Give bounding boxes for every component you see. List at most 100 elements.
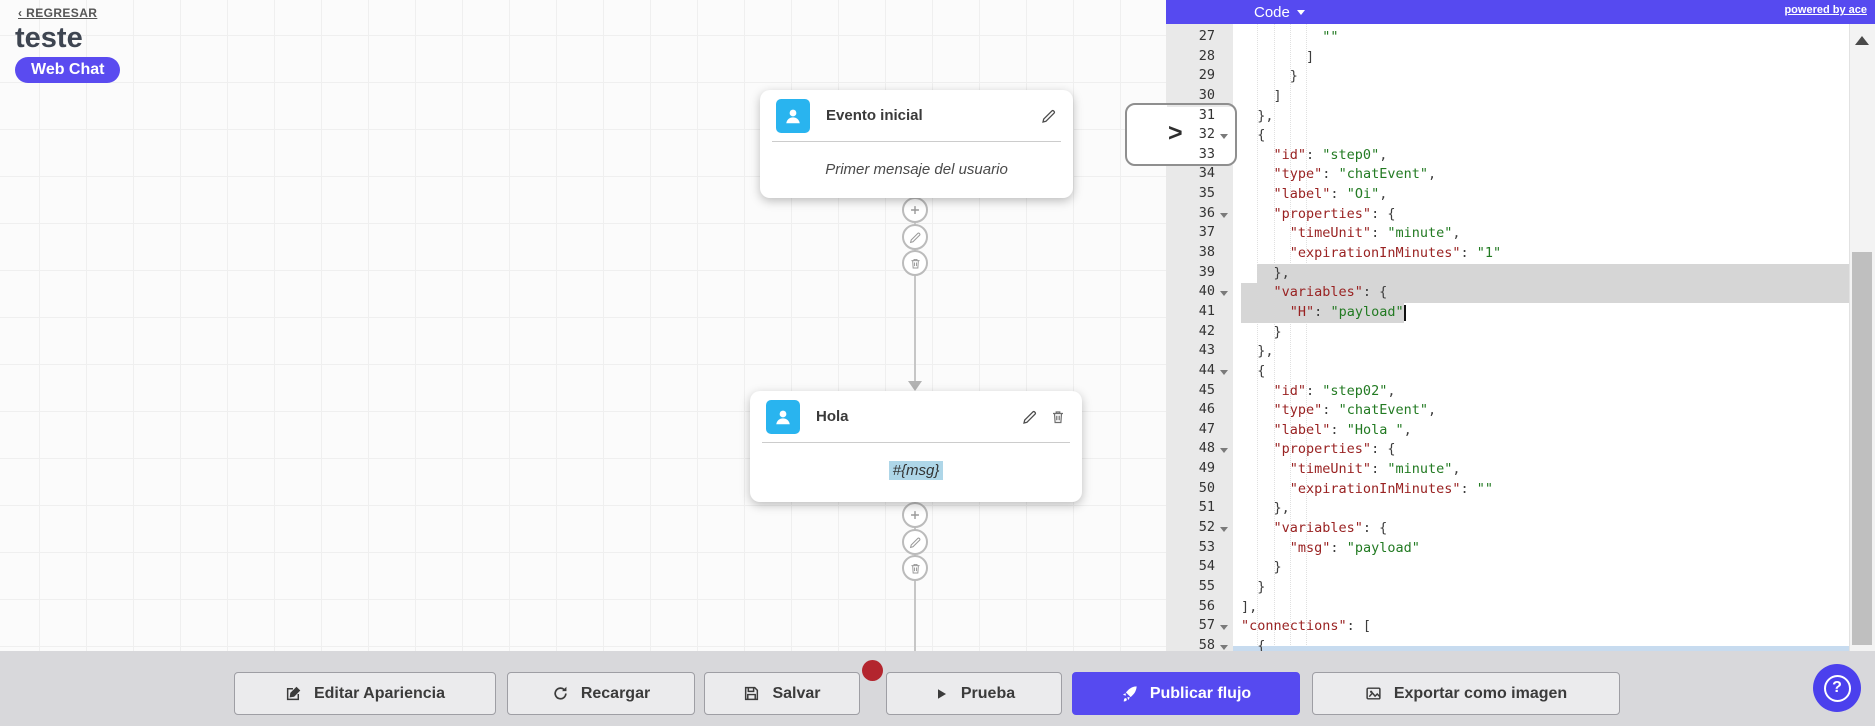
code-line[interactable]: "properties": { bbox=[1233, 205, 1849, 225]
code-line[interactable]: }, bbox=[1233, 342, 1849, 362]
code-token: "timeUnit" bbox=[1289, 225, 1372, 242]
button-label: Salvar bbox=[772, 684, 821, 702]
code-line[interactable]: } bbox=[1233, 323, 1849, 343]
code-token: : bbox=[1322, 166, 1339, 183]
button-label: Publicar flujo bbox=[1149, 684, 1252, 702]
code-line[interactable]: } bbox=[1233, 67, 1849, 87]
code-token bbox=[1241, 29, 1322, 45]
gutter-line-number: 46 bbox=[1198, 401, 1215, 418]
fold-arrow-icon[interactable] bbox=[1220, 625, 1228, 631]
fold-arrow-icon[interactable] bbox=[1220, 291, 1228, 297]
delete-connection-button[interactable] bbox=[902, 555, 928, 581]
fold-arrow-icon[interactable] bbox=[1220, 134, 1228, 140]
code-line[interactable]: "label": "Hola ", bbox=[1233, 421, 1849, 441]
code-line[interactable]: }, bbox=[1233, 263, 1849, 284]
code-token bbox=[1241, 481, 1290, 497]
node-hola[interactable]: Hola #{msg} bbox=[750, 391, 1082, 502]
save-button[interactable]: Salvar bbox=[704, 672, 860, 715]
code-token: ], bbox=[1241, 598, 1258, 615]
code-line[interactable]: "label": "Oi", bbox=[1233, 185, 1849, 205]
user-icon bbox=[766, 399, 800, 434]
code-line[interactable]: "expirationInMinutes": "1" bbox=[1233, 244, 1849, 264]
gutter-line-number: 44 bbox=[1166, 362, 1233, 382]
flow-canvas[interactable]: ‹ REGRESAR teste Web Chat Evento inicial bbox=[0, 0, 1166, 651]
powered-by-ace-link[interactable]: powered by ace bbox=[1784, 4, 1867, 16]
code-line[interactable]: ] bbox=[1233, 87, 1849, 107]
code-token: "label" bbox=[1273, 186, 1331, 203]
node-evento-inicial[interactable]: Evento inicial Primer mensaje del usuari… bbox=[760, 90, 1073, 198]
code-line[interactable]: "msg": "payload" bbox=[1233, 539, 1849, 559]
code-line[interactable]: "timeUnit": "minute", bbox=[1233, 460, 1849, 480]
indent-guide bbox=[1306, 24, 1308, 651]
code-token: "label" bbox=[1273, 421, 1331, 438]
code-line[interactable]: }, bbox=[1233, 499, 1849, 519]
pencil-icon bbox=[909, 537, 920, 548]
code-line[interactable]: { bbox=[1233, 126, 1849, 146]
code-token bbox=[1241, 186, 1274, 202]
code-area[interactable]: "" ] } ] }, { "id": "step0", "type": "ch… bbox=[1233, 24, 1849, 651]
code-line[interactable]: ] bbox=[1233, 48, 1849, 68]
code-line[interactable]: "type": "chatEvent", bbox=[1233, 401, 1849, 421]
gutter-line-number: 37 bbox=[1198, 224, 1215, 241]
help-button[interactable]: ? bbox=[1813, 664, 1861, 712]
code-line[interactable]: { bbox=[1233, 637, 1849, 651]
code-token: , bbox=[1403, 421, 1412, 438]
code-line[interactable]: "connections": [ bbox=[1233, 617, 1849, 637]
edit-node-icon[interactable] bbox=[1041, 108, 1057, 124]
trash-icon bbox=[910, 258, 920, 268]
code-line[interactable]: "H": "payload" bbox=[1233, 302, 1849, 323]
code-token: { bbox=[1241, 637, 1266, 651]
code-line[interactable]: } bbox=[1233, 558, 1849, 578]
test-button[interactable]: Prueba bbox=[886, 672, 1062, 715]
edit-connection-button[interactable] bbox=[902, 224, 928, 250]
collapse-panel-button[interactable]: > bbox=[1125, 103, 1237, 166]
reload-button[interactable]: Recargar bbox=[507, 672, 695, 715]
scroll-up-icon[interactable] bbox=[1855, 36, 1869, 45]
fold-arrow-icon[interactable] bbox=[1220, 212, 1228, 218]
code-token: { bbox=[1241, 362, 1266, 379]
code-line[interactable]: }, bbox=[1233, 107, 1849, 127]
code-token: , bbox=[1452, 461, 1461, 478]
publish-flow-button[interactable]: Publicar flujo bbox=[1072, 672, 1300, 715]
fold-arrow-icon[interactable] bbox=[1220, 448, 1228, 454]
vertical-scrollbar[interactable] bbox=[1849, 24, 1875, 651]
code-line[interactable]: { bbox=[1233, 362, 1849, 382]
code-line[interactable]: } bbox=[1233, 578, 1849, 598]
export-image-button[interactable]: Exportar como imagen bbox=[1312, 672, 1620, 715]
code-line[interactable]: "" bbox=[1233, 28, 1849, 48]
code-line[interactable]: "type": "chatEvent", bbox=[1233, 165, 1849, 185]
fold-arrow-icon[interactable] bbox=[1220, 527, 1228, 533]
code-token: : { bbox=[1371, 441, 1396, 458]
delete-node-icon[interactable] bbox=[1050, 409, 1066, 425]
code-line[interactable]: "timeUnit": "minute", bbox=[1233, 224, 1849, 244]
add-step-button[interactable] bbox=[902, 502, 928, 528]
delete-connection-button[interactable] bbox=[902, 250, 928, 276]
code-line[interactable]: "variables": { bbox=[1233, 283, 1849, 303]
button-label: Editar Apariencia bbox=[313, 684, 445, 702]
code-line[interactable]: ], bbox=[1233, 598, 1849, 618]
code-mode-dropdown[interactable]: Code bbox=[1254, 0, 1305, 24]
horizontal-scrollbar[interactable] bbox=[1233, 646, 1849, 651]
code-line[interactable]: "expirationInMinutes": "" bbox=[1233, 480, 1849, 500]
gutter-line-number: 58 bbox=[1166, 637, 1233, 651]
scrollbar-thumb[interactable] bbox=[1852, 252, 1872, 645]
code-line[interactable]: "id": "step02", bbox=[1233, 382, 1849, 402]
node-body-text: Primer mensaje del usuario bbox=[825, 160, 1008, 178]
gutter-line-number: 42 bbox=[1198, 322, 1215, 339]
edit-connection-button[interactable] bbox=[902, 529, 928, 555]
panel-toggle-backdrop bbox=[1125, 103, 1167, 166]
edit-node-icon[interactable] bbox=[1022, 409, 1038, 425]
add-step-button[interactable] bbox=[902, 197, 928, 223]
indent-guide bbox=[1257, 24, 1259, 651]
back-link[interactable]: ‹ REGRESAR bbox=[18, 6, 98, 20]
code-line[interactable]: "id": "step0", bbox=[1233, 146, 1849, 166]
code-line[interactable]: "variables": { bbox=[1233, 519, 1849, 539]
fold-arrow-icon[interactable] bbox=[1220, 369, 1228, 375]
gutter-line-number: 30 bbox=[1198, 86, 1215, 103]
gutter-line-number: 41 bbox=[1198, 302, 1215, 319]
code-line[interactable]: "properties": { bbox=[1233, 440, 1849, 460]
edit-appearance-button[interactable]: Editar Apariencia bbox=[234, 672, 496, 715]
gutter-line-number: 27 bbox=[1198, 28, 1215, 44]
fold-arrow-icon[interactable] bbox=[1220, 644, 1228, 650]
divider bbox=[762, 442, 1070, 443]
